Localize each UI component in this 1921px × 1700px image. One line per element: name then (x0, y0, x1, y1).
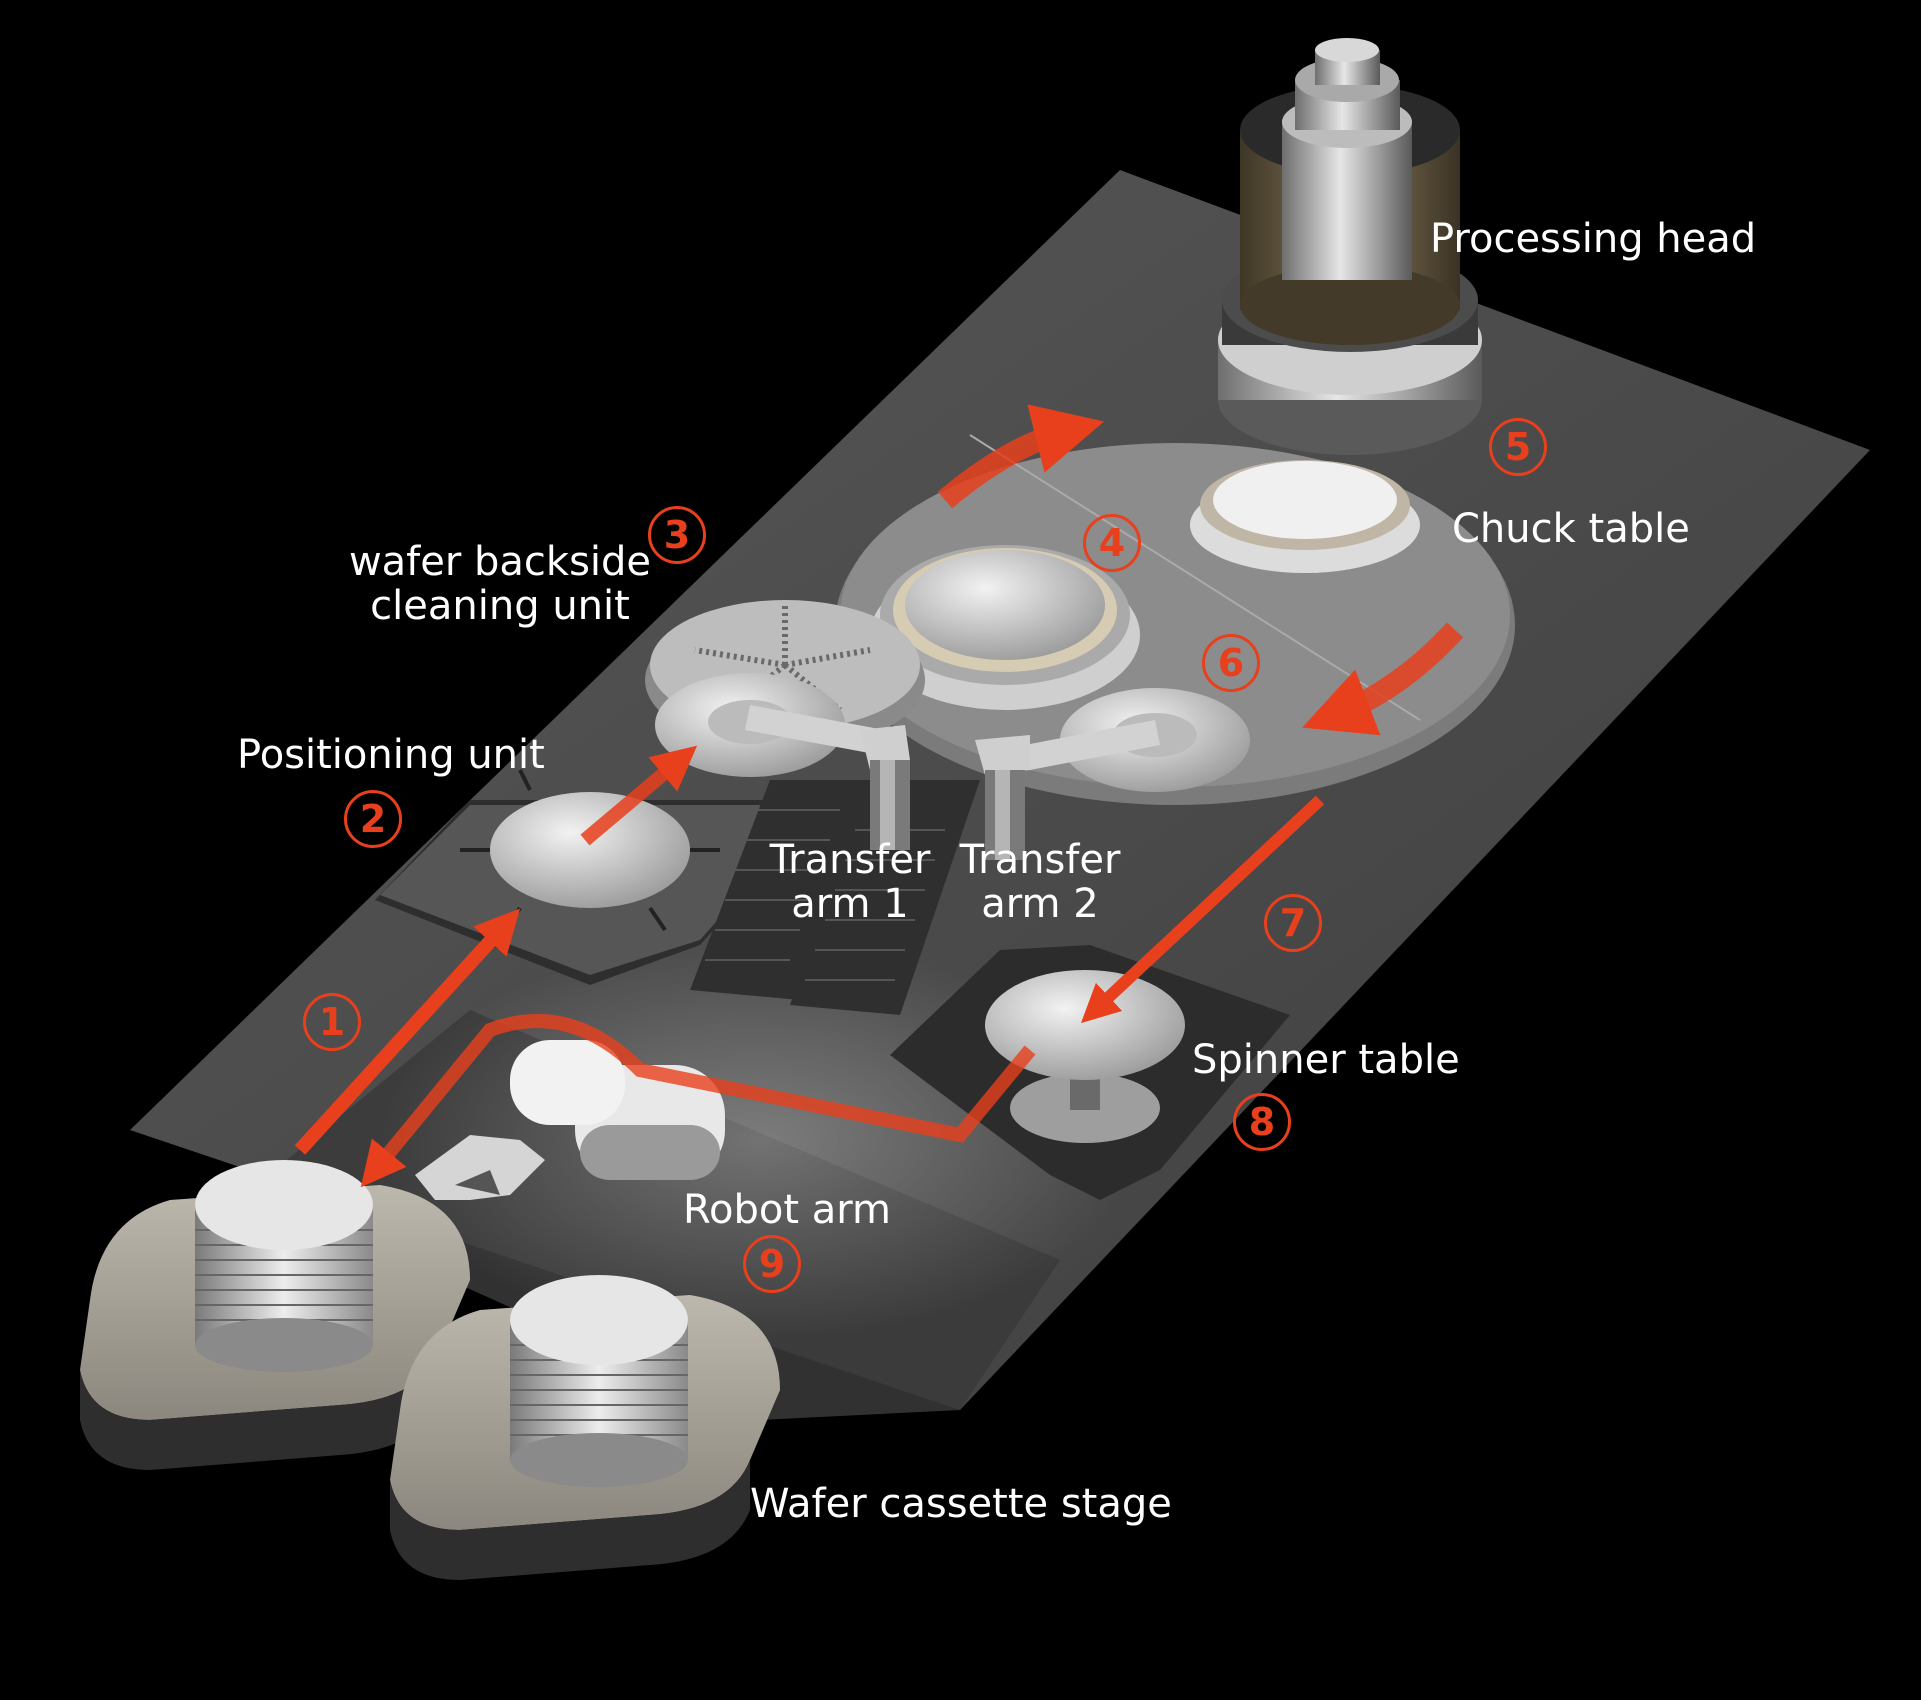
step-marker-2: 2 (344, 790, 402, 848)
label-transfer-arm-1-line2: arm 1 (791, 881, 909, 927)
transfer-arm-2-body (1025, 720, 1160, 770)
label-transfer-arm-2-line1: Transfer (959, 837, 1121, 883)
label-transfer-arm-1: Transfer arm 1 (760, 838, 940, 926)
processing-head (1218, 38, 1482, 455)
arrow-step-1 (294, 908, 521, 1155)
wafer-stack-left (195, 1160, 373, 1372)
label-wafer-backside-line1: wafer backside (348, 539, 652, 585)
step-marker-7: 7 (1264, 894, 1322, 952)
step-marker-8: 8 (1233, 1093, 1291, 1151)
label-wafer-cassette-stage: Wafer cassette stage (750, 1481, 1172, 1527)
positioning-disk (490, 792, 690, 908)
arrow-step-7 (1080, 795, 1325, 1024)
flow-arrows (294, 404, 1464, 1188)
label-chuck-table: Chuck table (1452, 506, 1690, 552)
wafer-stack-right (510, 1275, 688, 1487)
robot-arm (415, 1040, 725, 1200)
step-marker-4: 4 (1083, 514, 1141, 572)
label-transfer-arm-2-line2: arm 2 (981, 881, 1099, 927)
label-robot-arm: Robot arm (683, 1187, 891, 1233)
label-wafer-backside-cleaning: wafer backside cleaning unit (340, 540, 660, 628)
label-transfer-arm-1-line1: Transfer (769, 837, 931, 883)
step-marker-6: 6 (1202, 634, 1260, 692)
robot-fork (415, 1135, 545, 1200)
spinner-disk (985, 970, 1185, 1080)
arrow-step-3-4 (937, 404, 1105, 509)
label-positioning-unit: Positioning unit (237, 732, 545, 778)
step-marker-9: 9 (743, 1235, 801, 1293)
label-wafer-backside-line2: cleaning unit (370, 583, 630, 629)
arrow-return (360, 1014, 1036, 1188)
step-marker-3: 3 (648, 506, 706, 564)
arrow-step-2 (580, 745, 698, 846)
label-spinner-table: Spinner table (1192, 1037, 1460, 1083)
step-marker-5: 5 (1489, 418, 1547, 476)
arrow-step-5 (1302, 622, 1464, 736)
transfer-rails (690, 780, 980, 1015)
transfer-arm-1-body (745, 705, 885, 755)
label-processing-head: Processing head (1430, 216, 1757, 262)
label-transfer-arm-2: Transfer arm 2 (950, 838, 1130, 926)
step-marker-1: 1 (303, 993, 361, 1051)
